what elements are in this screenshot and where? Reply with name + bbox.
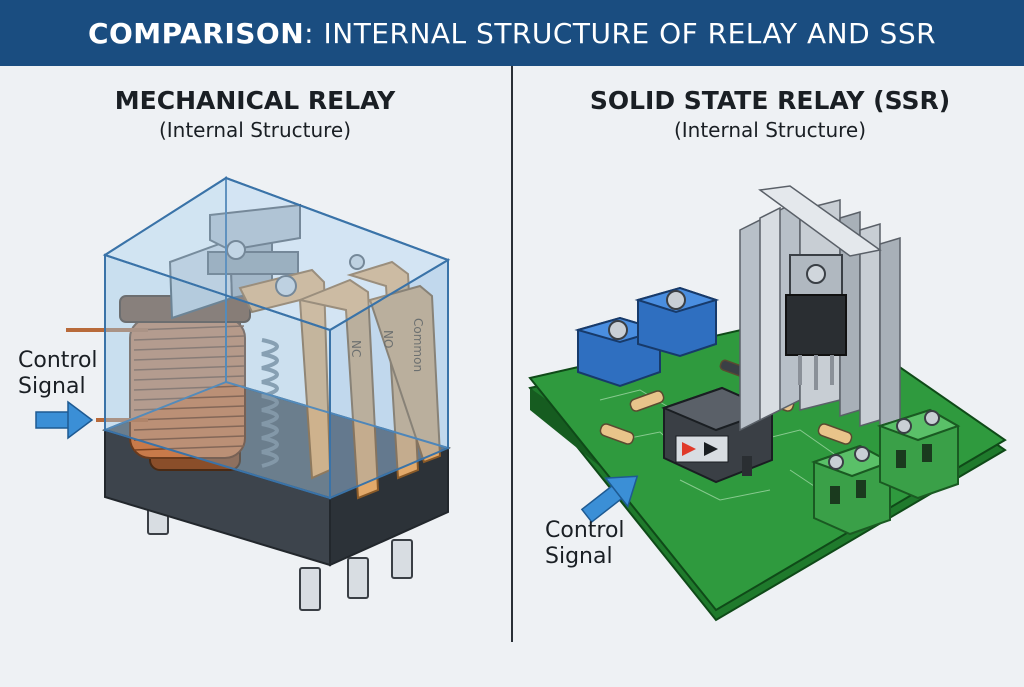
mechanical-relay-illustration: NC NO Common [35,176,451,611]
banner-title-rest: : INTERNAL STRUCTURE OF RELAY AND SSR [304,16,937,50]
relay-control-signal-label: Control Signal [18,348,98,400]
coil [119,295,251,471]
ssr-title: SOLID STATE RELAY (SSR) [589,86,951,115]
ssr-subtitle: (Internal Structure) [673,118,867,142]
spring [261,338,279,468]
contact-rivet [349,254,365,270]
transparent-housing [102,176,451,500]
ssr-signal-line2: Signal [545,544,613,569]
yoke [168,203,301,320]
ssr-illustration [528,185,1007,622]
blue-terminal-block [574,286,720,388]
armature-rivet [275,275,297,297]
heatsink [739,185,901,438]
triac [785,254,847,390]
relay-signal-line1: Control [18,348,98,373]
label-no: NO [381,330,395,348]
ssr-control-signal-label: Control Signal [545,518,625,570]
mechanical-relay-subtitle: (Internal Structure) [158,118,352,142]
relay-signal-line2: Signal [18,374,86,399]
ssr-arrow-icon [580,475,639,524]
panel-divider [511,66,513,642]
header-banner: COMPARISON: INTERNAL STRUCTURE OF RELAY … [0,0,1024,66]
ssr-signal-line1: Control [545,518,625,543]
arrow-icon [35,400,94,440]
green-terminal-block [811,408,961,536]
banner-title-bold: COMPARISON [87,16,305,50]
label-nc: NC [349,340,363,357]
mechanical-relay-title: MECHANICAL RELAY [114,86,396,115]
label-common: Common [411,318,425,372]
